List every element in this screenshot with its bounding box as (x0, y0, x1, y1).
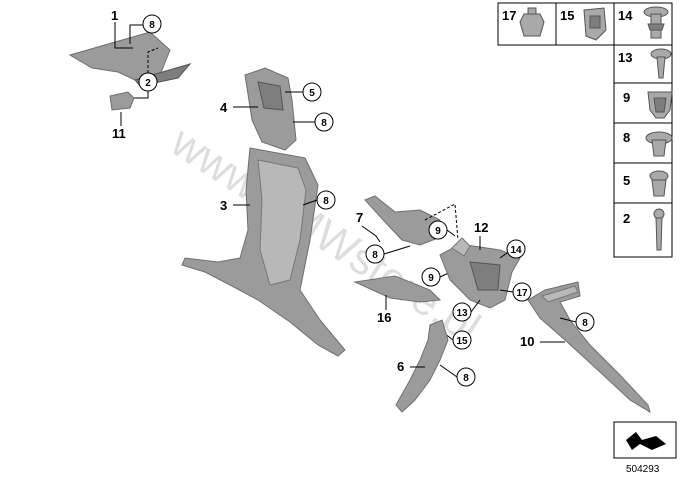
svg-text:14: 14 (510, 245, 522, 256)
svg-text:9: 9 (428, 273, 434, 284)
fastener-15-icon (583, 7, 607, 41)
svg-text:8: 8 (463, 373, 469, 384)
part-11-bracket (109, 91, 135, 111)
callout-circle-9-b: 9 (421, 267, 441, 287)
callout-3: 3 (220, 198, 227, 213)
callout-circle-8-f: 8 (575, 312, 595, 332)
callout-circle-8-e: 8 (456, 367, 476, 387)
svg-text:8: 8 (323, 196, 329, 207)
svg-text:13: 13 (456, 308, 468, 319)
fastener-17-icon (519, 7, 545, 37)
legend-grid: 17 15 14 13 9 8 5 2 (497, 2, 673, 258)
part-10-long-trim (527, 281, 651, 414)
part-12-console (439, 237, 521, 309)
fastener-14-icon (643, 6, 669, 39)
svg-text:9: 9 (435, 226, 441, 237)
svg-text:5: 5 (309, 88, 315, 99)
callout-circle-17: 17 (512, 282, 532, 302)
callout-circle-8-d: 8 (365, 244, 385, 264)
callout-10: 10 (520, 334, 534, 349)
callout-circle-8-c: 8 (316, 190, 336, 210)
fastener-13-icon (650, 48, 672, 79)
legend-label-14: 14 (618, 8, 633, 23)
callout-circle-5: 5 (302, 82, 322, 102)
callout-4: 4 (220, 100, 228, 115)
part-4-pillar-upper (244, 67, 297, 151)
part-16-trim (353, 275, 442, 303)
legend-label-8: 8 (623, 130, 630, 145)
callout-circle-9-a: 9 (428, 220, 448, 240)
fastener-8-icon (645, 131, 673, 157)
legend-label-9: 9 (623, 90, 630, 105)
callout-12: 12 (474, 220, 488, 235)
document-number: 504293 (626, 464, 660, 475)
svg-text:8: 8 (149, 20, 155, 31)
callout-circle-15: 15 (452, 330, 472, 350)
callout-circle-2: 2 (138, 72, 158, 92)
callout-circle-8-b: 8 (314, 112, 334, 132)
callout-7: 7 (356, 210, 363, 225)
svg-text:8: 8 (582, 318, 588, 329)
svg-text:17: 17 (516, 288, 528, 299)
part-6-pillar-strip (395, 319, 449, 413)
fastener-2-icon (653, 208, 665, 251)
legend-label-15: 15 (560, 8, 574, 23)
svg-text:2: 2 (145, 78, 151, 89)
legend-label-13: 13 (618, 50, 632, 65)
callout-1: 1 (111, 8, 118, 23)
fastener-5-icon (649, 170, 669, 197)
callout-11: 11 (112, 126, 126, 141)
part-3-pillar-lower (181, 147, 346, 357)
reference-symbol-box (613, 421, 677, 459)
svg-text:8: 8 (321, 118, 327, 129)
legend-label-2: 2 (623, 211, 630, 226)
callout-circle-8-a: 8 (142, 14, 162, 34)
legend-label-17: 17 (502, 8, 516, 23)
callout-6: 6 (397, 359, 404, 374)
callout-16: 16 (377, 310, 391, 325)
svg-text:8: 8 (372, 250, 378, 261)
callout-circle-14: 14 (506, 239, 526, 259)
legend-label-5: 5 (623, 173, 630, 188)
fastener-9-icon (647, 91, 673, 119)
callout-circle-13: 13 (452, 302, 472, 322)
svg-text:15: 15 (456, 336, 468, 347)
